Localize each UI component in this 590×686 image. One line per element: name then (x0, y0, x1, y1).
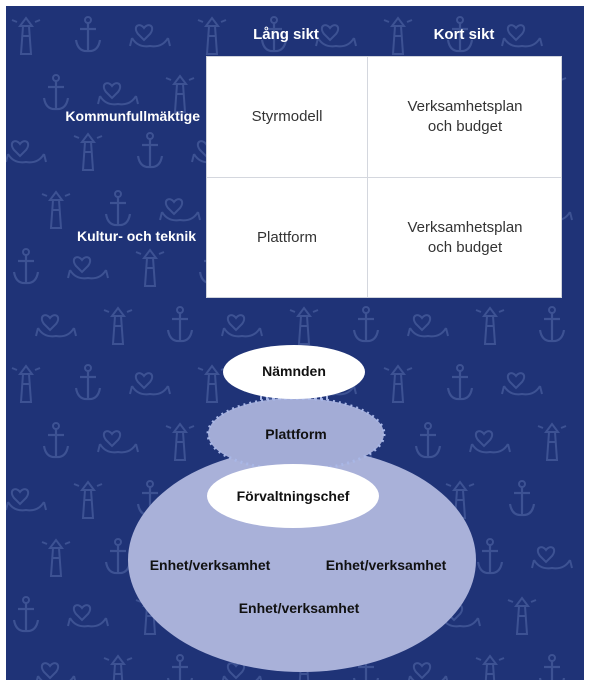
cell-text: Verksamhetsplan och budget (407, 98, 523, 135)
planning-matrix: Styrmodell Verksamhetsplan och budget Pl… (206, 56, 562, 298)
cell-text: Styrmodell (251, 108, 323, 125)
chief-label: Förvaltningschef (236, 488, 350, 504)
column-header-short-term: Kort sikt (433, 26, 495, 43)
grid-divider-horizontal (207, 177, 561, 178)
cell-text: Plattform (256, 229, 317, 246)
cell-verksamhetsplan-2: Verksamhetsplan och budget (367, 177, 563, 299)
platform-ellipse (206, 396, 386, 472)
slide: Lång sikt Kort sikt Kommunfullmäktige Ku… (6, 6, 584, 680)
namnden-label: Nämnden (262, 363, 326, 379)
unit-label-left: Enhet/verksamhet (149, 557, 271, 573)
namnden-ellipse (223, 345, 365, 399)
chief-ellipse (207, 464, 379, 528)
unit-label-bottom: Enhet/verksamhet (238, 600, 360, 616)
organization-diagram (128, 345, 476, 672)
row-header-kommunfullmaktige: Kommunfullmäktige (65, 108, 200, 124)
platform-label: Plattform (265, 426, 327, 442)
cell-text: Verksamhetsplan och budget (407, 219, 523, 256)
column-header-long-term: Lång sikt (253, 26, 319, 43)
cell-styrmodell: Styrmodell (207, 57, 367, 177)
row-header-kultur-teknik: Kultur- och teknik (76, 228, 196, 244)
cell-plattform: Plattform (207, 177, 367, 299)
cell-verksamhetsplan-1: Verksamhetsplan och budget (367, 57, 563, 177)
unit-label-right: Enhet/verksamhet (325, 557, 447, 573)
